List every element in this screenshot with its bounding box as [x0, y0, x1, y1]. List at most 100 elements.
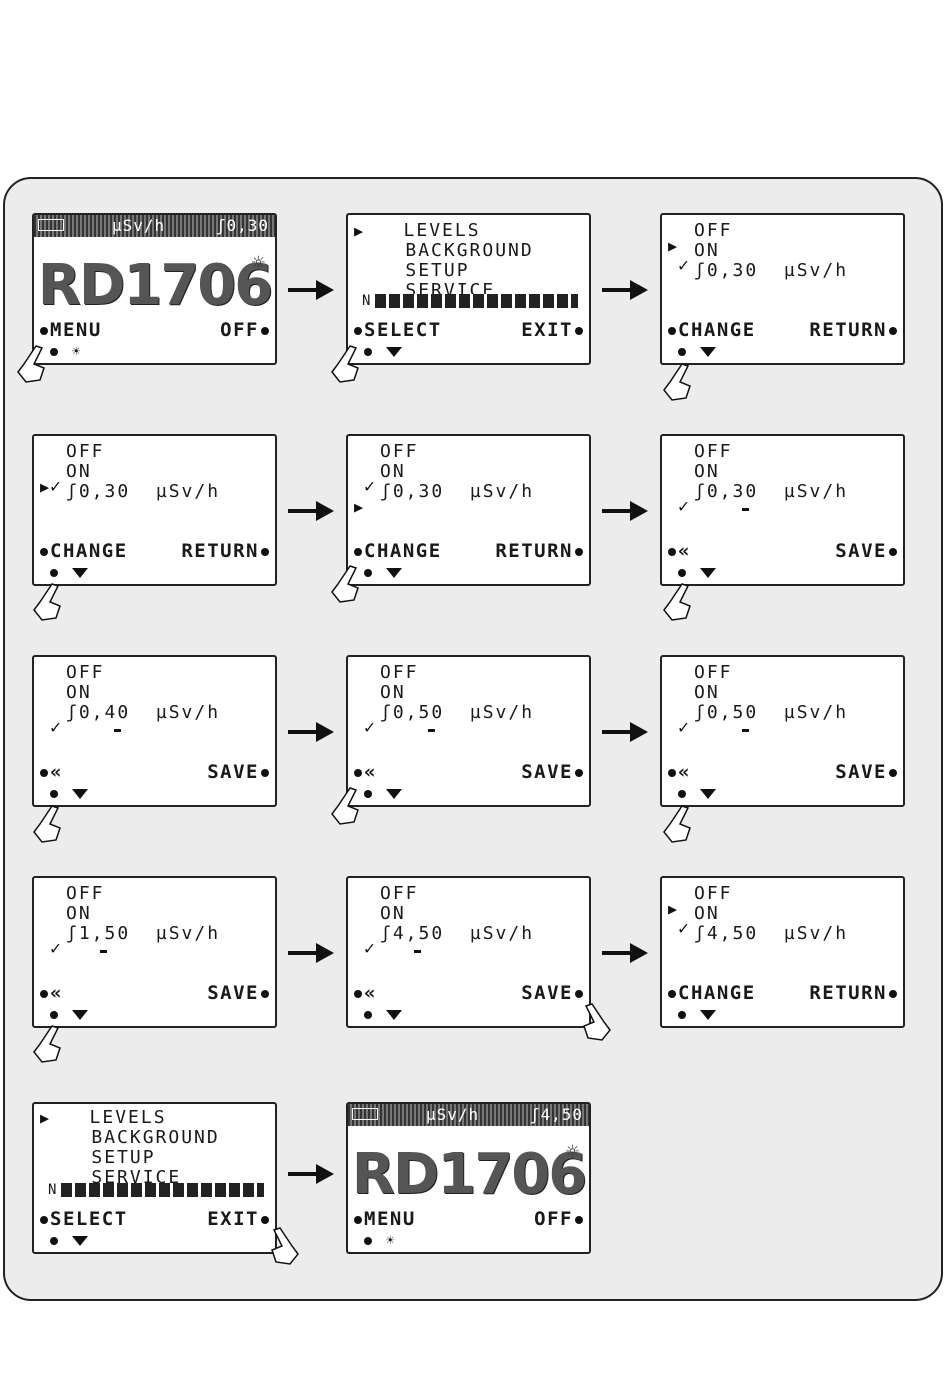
menu-row-1: ▶ LEVELS: [354, 221, 583, 241]
option-row-threshold: ▶ʃ0,30 µSv/h: [354, 481, 583, 517]
softkey-right-label: SAVE: [835, 761, 887, 783]
option-on[interactable]: ON: [380, 903, 406, 924]
softkey-left[interactable]: «: [38, 982, 63, 1004]
softkey-right[interactable]: EXIT: [207, 1208, 271, 1230]
cursor-icon: ▶: [668, 237, 680, 255]
option-threshold[interactable]: ʃ1,50 µSv/h: [66, 923, 221, 944]
softkey-right[interactable]: SAVE: [835, 761, 899, 783]
option-off[interactable]: OFF: [66, 662, 105, 683]
option-on[interactable]: ON: [694, 903, 720, 924]
option-off[interactable]: OFF: [380, 441, 419, 462]
softkey-left[interactable]: SELECT: [38, 1208, 128, 1230]
softkey-left[interactable]: «: [666, 761, 691, 783]
screen-13-menu: ▶ LEVELS BACKGROUND SETUP SERVICE N SELE…: [32, 1102, 277, 1254]
softkey-right-label: SAVE: [521, 761, 573, 783]
hint-row: [362, 565, 402, 581]
menu-background[interactable]: BACKGROUND: [91, 1127, 220, 1148]
softkey-right[interactable]: RETURN: [181, 540, 271, 562]
softkey-left-label: SELECT: [364, 319, 442, 341]
menu-background[interactable]: BACKGROUND: [405, 240, 534, 261]
softkey-right[interactable]: OFF: [220, 319, 271, 341]
softkey-right[interactable]: EXIT: [521, 319, 585, 341]
softkey-left[interactable]: «: [352, 761, 377, 783]
softkey-right[interactable]: SAVE: [207, 761, 271, 783]
softkey-left-label: CHANGE: [678, 982, 756, 1004]
softkey-right[interactable]: SAVE: [835, 540, 899, 562]
softkey-right[interactable]: SAVE: [521, 761, 585, 783]
softkey-right[interactable]: RETURN: [809, 982, 899, 1004]
softkey-left-label: CHANGE: [50, 540, 128, 562]
softkey-right[interactable]: OFF: [534, 1208, 585, 1230]
battery-icon: [352, 1108, 378, 1120]
softkey-right[interactable]: SAVE: [207, 982, 271, 1004]
option-on[interactable]: ON: [694, 461, 720, 482]
softkeys: SELECT EXIT: [348, 319, 589, 341]
softkeys: CHANGE RETURN: [348, 540, 589, 562]
button-dot-icon: [575, 326, 583, 335]
option-on[interactable]: ON: [380, 461, 406, 482]
option-off[interactable]: OFF: [694, 883, 733, 904]
menu-levels[interactable]: LEVELS: [403, 220, 481, 241]
check-icon: ✓: [678, 496, 691, 517]
softkey-left[interactable]: SELECT: [352, 319, 442, 341]
option-on[interactable]: ON: [694, 682, 720, 703]
menu-service[interactable]: SERVICE: [91, 1167, 182, 1188]
check-icon: ✓: [678, 918, 691, 939]
arrow-icon: [288, 943, 334, 963]
option-threshold[interactable]: ʃ0,50 µSv/h: [380, 702, 535, 723]
option-on[interactable]: ON: [380, 682, 406, 703]
softkeys: CHANGE RETURN: [34, 540, 275, 562]
softkey-left[interactable]: MENU: [38, 319, 102, 341]
option-off[interactable]: OFF: [66, 441, 105, 462]
softkey-left[interactable]: CHANGE: [352, 540, 442, 562]
down-triangle-icon: [386, 568, 402, 578]
option-row-on: ON: [354, 904, 583, 924]
menu-setup[interactable]: SETUP: [91, 1147, 156, 1168]
softkey-left[interactable]: MENU: [352, 1208, 416, 1230]
softkey-right[interactable]: RETURN: [809, 319, 899, 341]
softkeys: « SAVE: [662, 761, 903, 783]
option-on[interactable]: ON: [66, 903, 92, 924]
softkey-left[interactable]: CHANGE: [666, 982, 756, 1004]
softkeys: « SAVE: [662, 540, 903, 562]
option-threshold[interactable]: ʃ4,50 µSv/h: [694, 923, 849, 944]
option-threshold[interactable]: ʃ0,30 µSv/h: [694, 481, 849, 502]
down-triangle-icon: [700, 568, 716, 578]
option-on[interactable]: ON: [66, 682, 92, 703]
option-threshold[interactable]: ʃ0,30 µSv/h: [380, 481, 535, 502]
status-threshold: ʃ4,50: [529, 1105, 583, 1124]
softkey-left[interactable]: CHANGE: [666, 319, 756, 341]
option-threshold[interactable]: ʃ0,30 µSv/h: [694, 260, 849, 281]
menu-row-1: ▶ LEVELS: [40, 1108, 269, 1128]
arrow-icon: [288, 722, 334, 742]
screen-9-edit: OFF ON ✓ʃ0,50 µSv/h « SAVE: [660, 655, 905, 807]
down-triangle-icon: [72, 789, 88, 799]
option-threshold[interactable]: ʃ4,50 µSv/h: [380, 923, 535, 944]
softkey-left[interactable]: «: [352, 982, 377, 1004]
option-threshold[interactable]: ʃ0,30 µSv/h: [66, 481, 221, 502]
menu-levels[interactable]: LEVELS: [89, 1107, 167, 1128]
option-off[interactable]: OFF: [66, 883, 105, 904]
menu-setup[interactable]: SETUP: [405, 260, 470, 281]
softkey-left[interactable]: «: [38, 761, 63, 783]
option-off[interactable]: OFF: [694, 220, 733, 241]
button-dot-icon: [668, 768, 676, 777]
softkey-right[interactable]: RETURN: [495, 540, 585, 562]
option-row-off: OFF: [668, 663, 897, 683]
hand-pointer-icon: [33, 1025, 61, 1063]
softkey-right-label: RETURN: [809, 319, 887, 341]
option-threshold[interactable]: ʃ0,50 µSv/h: [694, 702, 849, 723]
option-off[interactable]: OFF: [694, 441, 733, 462]
softkey-right[interactable]: SAVE: [521, 982, 585, 1004]
status-threshold: ʃ0,30: [215, 216, 269, 235]
softkey-left[interactable]: «: [666, 540, 691, 562]
option-on[interactable]: ON: [694, 240, 720, 261]
option-on[interactable]: ON: [66, 461, 92, 482]
option-off[interactable]: OFF: [380, 662, 419, 683]
option-off[interactable]: OFF: [694, 662, 733, 683]
edit-cursor: [100, 950, 107, 953]
option-threshold[interactable]: ʃ0,40 µSv/h: [66, 702, 221, 723]
option-off[interactable]: OFF: [380, 883, 419, 904]
softkey-right-label: RETURN: [495, 540, 573, 562]
softkey-left[interactable]: CHANGE: [38, 540, 128, 562]
